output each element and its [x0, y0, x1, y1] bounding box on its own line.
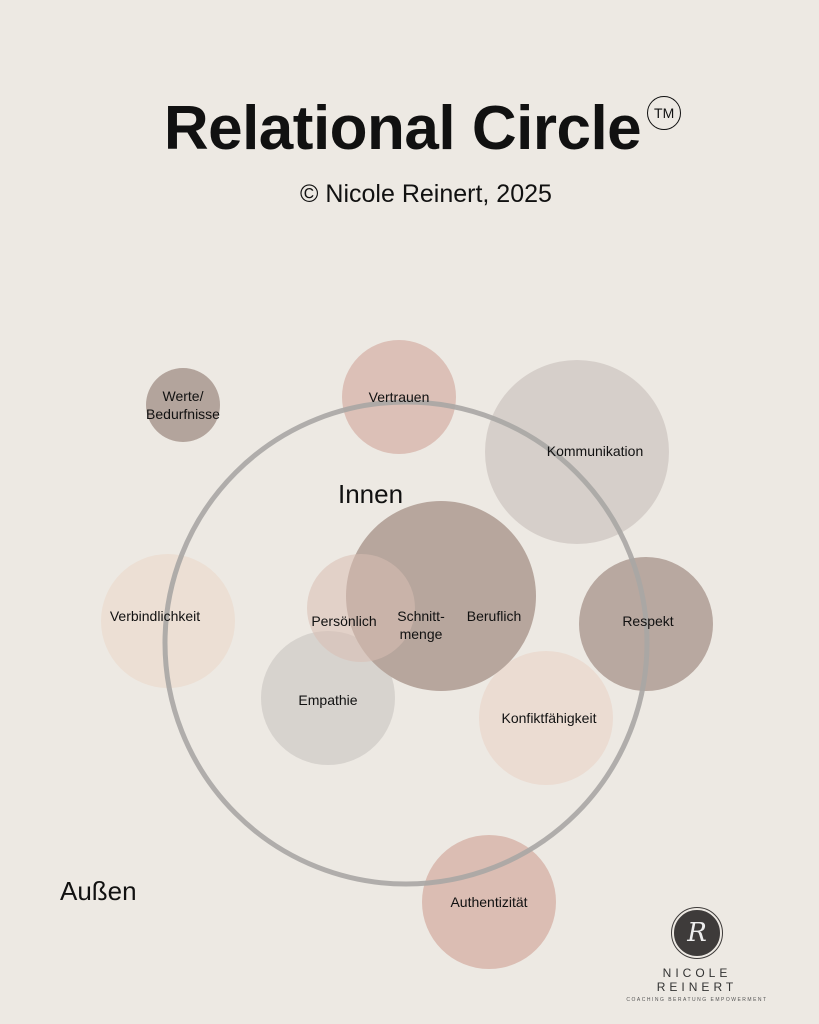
logo-name: NICOLE REINERT	[656, 966, 738, 994]
inner-label: Innen	[338, 479, 404, 509]
circle-werte	[146, 368, 220, 442]
circle-kommunikation	[485, 360, 669, 544]
beruflich-label: Beruflich	[466, 608, 522, 624]
outer-label: Außen	[60, 876, 137, 906]
logo-monogram-icon: R	[671, 907, 723, 959]
page-title: Relational Circle	[163, 94, 642, 163]
konfliktfaehigkeit-label: Konfiktfähigkeit	[501, 710, 597, 726]
werte-label: Werte/Bedurfnisse	[146, 388, 220, 422]
copyright-subtitle: © Nicole Reinert, 2025	[300, 180, 552, 208]
schnittmenge-label: Schnitt-menge	[397, 608, 445, 642]
logo-tagline: COACHING BERATUNG EMPOWERMENT	[626, 997, 768, 1003]
verbindlichkeit-label: Verbindlichkeit	[109, 608, 201, 624]
kommunikation-label: Kommunikation	[546, 443, 644, 459]
header: Relational Circle TM	[0, 92, 819, 166]
circle-authentizitaet	[422, 835, 556, 969]
vertrauen-label: Vertrauen	[368, 389, 430, 405]
empathie-label: Empathie	[298, 692, 358, 708]
brand-logo: R NICOLE REINERT COACHING BERATUNG EMPOW…	[622, 906, 772, 1003]
persoenlich-label: Persönlich	[311, 613, 377, 629]
circle-empathie	[261, 631, 395, 765]
circle-vertrauen	[342, 340, 456, 454]
respekt-label: Respekt	[622, 613, 674, 629]
circle-konfliktfaehigkeit	[479, 651, 613, 785]
authentizitaet-label: Authentizität	[450, 894, 528, 910]
trademark-symbol: TM	[647, 96, 682, 130]
circle-persoenlich	[307, 554, 415, 662]
outer-ring	[162, 399, 650, 887]
